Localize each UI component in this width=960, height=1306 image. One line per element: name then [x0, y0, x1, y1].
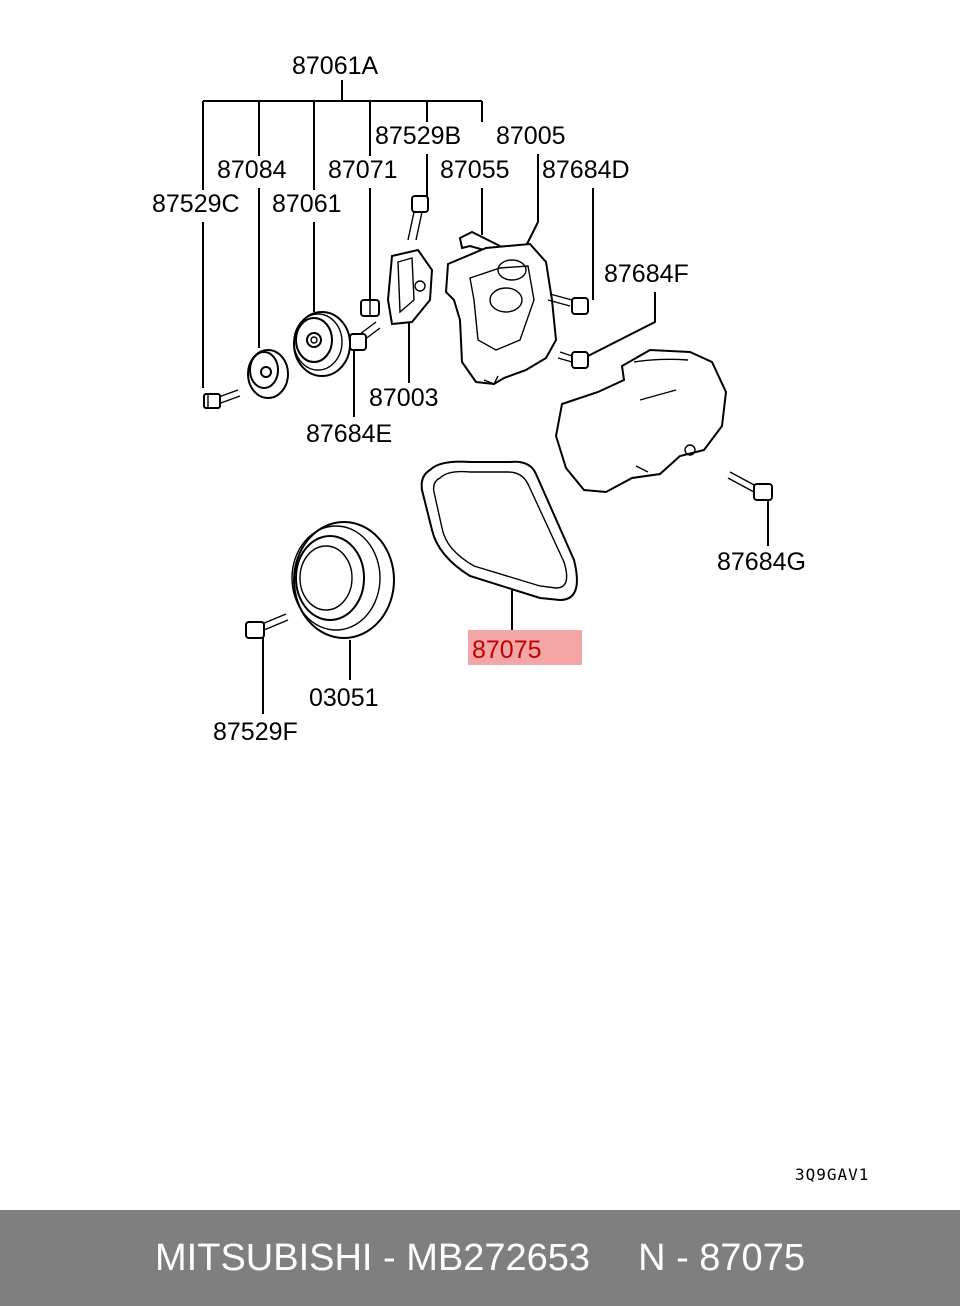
selected-part-highlight: [468, 630, 582, 665]
label-87005[interactable]: 87005: [496, 122, 566, 150]
bolt-87684E-icon: [349, 321, 381, 351]
nut-87071-icon: [360, 299, 380, 317]
footer-ref-number: N - 87075: [638, 1236, 805, 1279]
belt-87075-icon[interactable]: [420, 460, 578, 602]
label-87684F[interactable]: 87684F: [604, 260, 689, 288]
bolt-87684F-icon: [557, 351, 589, 369]
label-87684G[interactable]: 87684G: [717, 548, 806, 576]
label-87003[interactable]: 87003: [369, 384, 439, 412]
label-87084[interactable]: 87084: [217, 156, 287, 184]
part-labels: 87061A 87529B 87005 87084 87071 87055 87…: [152, 52, 869, 1184]
label-87075[interactable]: 87075: [472, 636, 542, 664]
label-03051[interactable]: 03051: [309, 684, 379, 712]
pulley-87061-icon: [293, 311, 351, 377]
label-87529F[interactable]: 87529F: [213, 718, 298, 746]
label-87684D[interactable]: 87684D: [542, 156, 630, 184]
label-87061[interactable]: 87061: [272, 190, 342, 218]
bracket-87005-icon: [444, 242, 558, 386]
label-87529B[interactable]: 87529B: [375, 122, 461, 150]
parts-diagram: 87061A 87529B 87005 87084 87071 87055 87…: [152, 52, 869, 1184]
label-87071[interactable]: 87071: [328, 156, 398, 184]
drawing-code: 3Q9GAV1: [795, 1165, 869, 1184]
bolt-87684G-icon: [727, 471, 773, 501]
bolt-87529C-icon: [203, 389, 241, 409]
compressor-icon: [554, 348, 728, 494]
bolt-87684D-icon: [547, 293, 589, 315]
label-87684E[interactable]: 87684E: [306, 420, 392, 448]
footer-part-number: MITSUBISHI - MB272653: [155, 1236, 591, 1279]
leader-lines: [202, 80, 769, 714]
bolt-87529B-icon: [407, 195, 429, 241]
label-87061A[interactable]: 87061A: [292, 52, 379, 80]
footer-bar: MITSUBISHI - MB272653 N - 87075: [0, 1210, 960, 1306]
bolt-87529F-icon: [245, 613, 289, 639]
label-87055[interactable]: 87055: [440, 156, 510, 184]
bracket-87003-icon: [386, 248, 434, 326]
label-87529C[interactable]: 87529C: [152, 190, 240, 218]
washer-87084-icon: [247, 349, 289, 399]
crank-pulley-03051-icon: [291, 521, 395, 639]
